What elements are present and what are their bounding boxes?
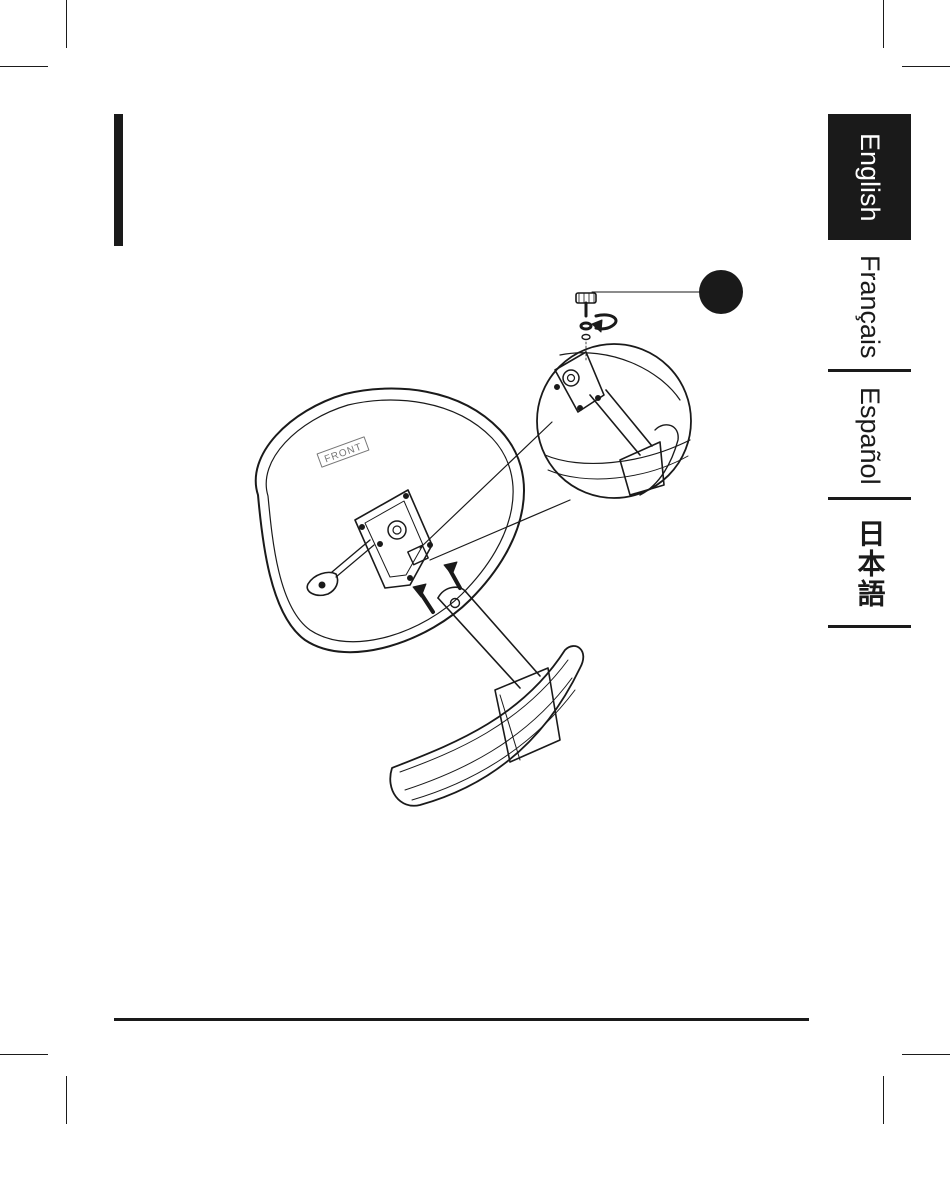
crop-mark-bottom-left-h	[0, 1054, 48, 1055]
step-marker	[592, 270, 743, 314]
detail-callout-lines	[420, 422, 570, 560]
assembly-illustration: FRONT	[240, 265, 760, 825]
tab-spanish[interactable]: Español	[828, 372, 911, 500]
crop-mark-top-left-v	[66, 0, 67, 48]
tab-divider	[828, 625, 911, 628]
tab-english[interactable]: English	[828, 114, 911, 240]
crop-mark-bottom-right-h	[902, 1054, 950, 1055]
front-label-text: FRONT	[323, 441, 364, 465]
tab-english-label: English	[856, 133, 883, 222]
seat-mechanism	[307, 490, 432, 595]
crop-mark-top-left-h	[0, 66, 48, 67]
tab-french-label: Français	[856, 255, 883, 359]
front-label: FRONT	[317, 437, 369, 467]
section-marker-bar	[114, 114, 123, 246]
tab-japanese[interactable]: 日本語	[828, 500, 911, 628]
armrest	[390, 587, 583, 806]
detail-magnifier	[537, 344, 691, 498]
tab-spanish-label: Español	[856, 387, 883, 485]
footer-rule	[114, 1018, 809, 1021]
crop-mark-top-right-h	[902, 66, 950, 67]
rotate-arrow-icon	[592, 315, 616, 332]
mounting-knob	[576, 293, 596, 360]
crop-mark-top-right-v	[883, 0, 884, 48]
crop-mark-bottom-right-v	[883, 1076, 884, 1124]
step-number-circle	[699, 270, 743, 314]
tab-french[interactable]: Français	[828, 242, 911, 372]
tab-japanese-label: 日本語	[856, 519, 884, 609]
crop-mark-bottom-left-v	[66, 1076, 67, 1124]
